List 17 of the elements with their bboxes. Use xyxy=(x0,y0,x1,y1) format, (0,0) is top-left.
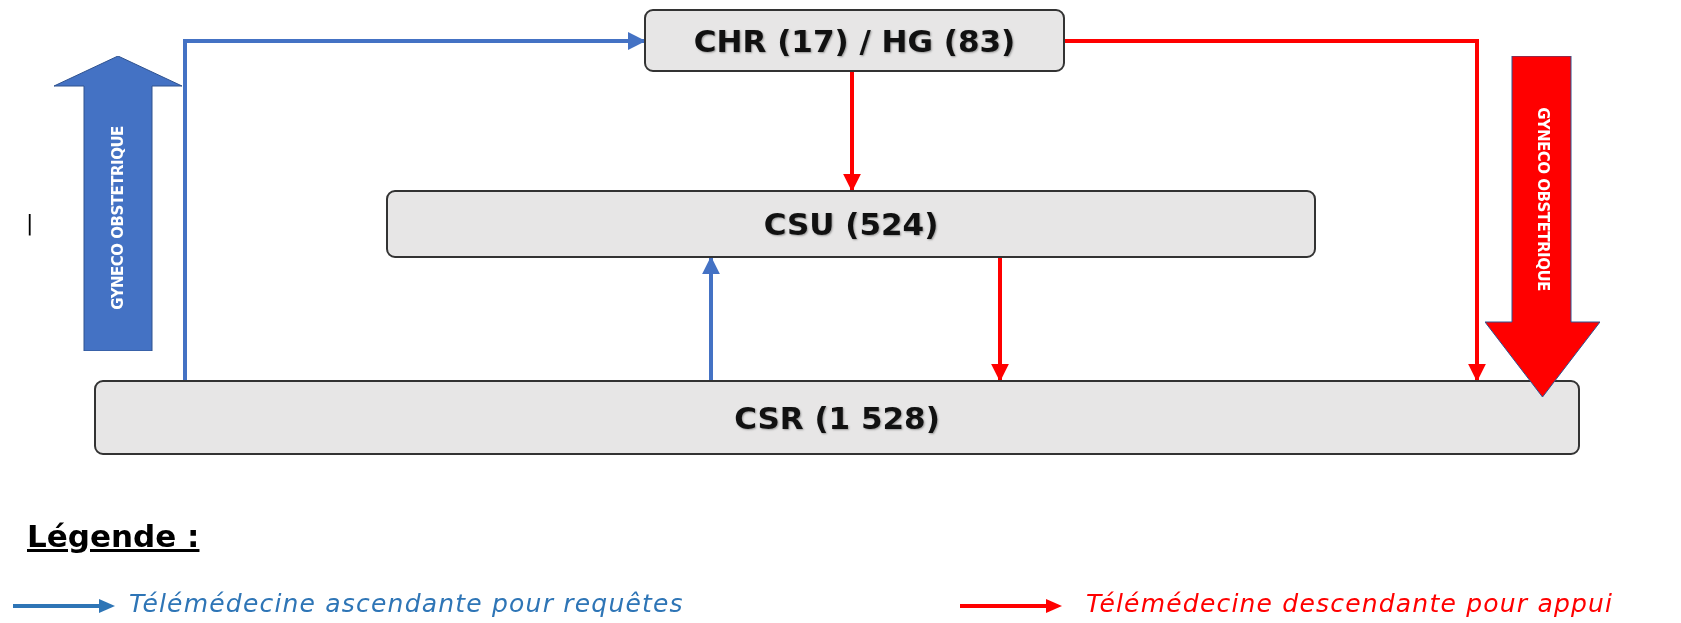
legend-title: Légende : xyxy=(27,518,200,554)
arrow xyxy=(702,256,720,380)
process-box xyxy=(94,380,1580,455)
arrow xyxy=(843,72,861,192)
arrow xyxy=(183,32,646,380)
legend-label: Télémédecine ascendante pour requêtes xyxy=(129,589,684,618)
process-box xyxy=(644,9,1065,72)
arrow xyxy=(991,258,1009,382)
box-label: CHR (17) / HG (83) xyxy=(693,22,1016,59)
box-label: CSR (1 528) xyxy=(734,399,940,436)
text-cursor-mark: | xyxy=(26,210,34,235)
arrow xyxy=(1065,39,1486,382)
box-label: CSU (524) xyxy=(763,206,939,242)
arrow-label: GYNECO OBSTETRIQUE xyxy=(109,126,127,311)
arrow-label: GYNECO OBSTETRIQUE xyxy=(1533,107,1552,292)
process-box xyxy=(386,190,1316,258)
legend-label: Télémédecine descendante pour appui xyxy=(1086,589,1614,618)
